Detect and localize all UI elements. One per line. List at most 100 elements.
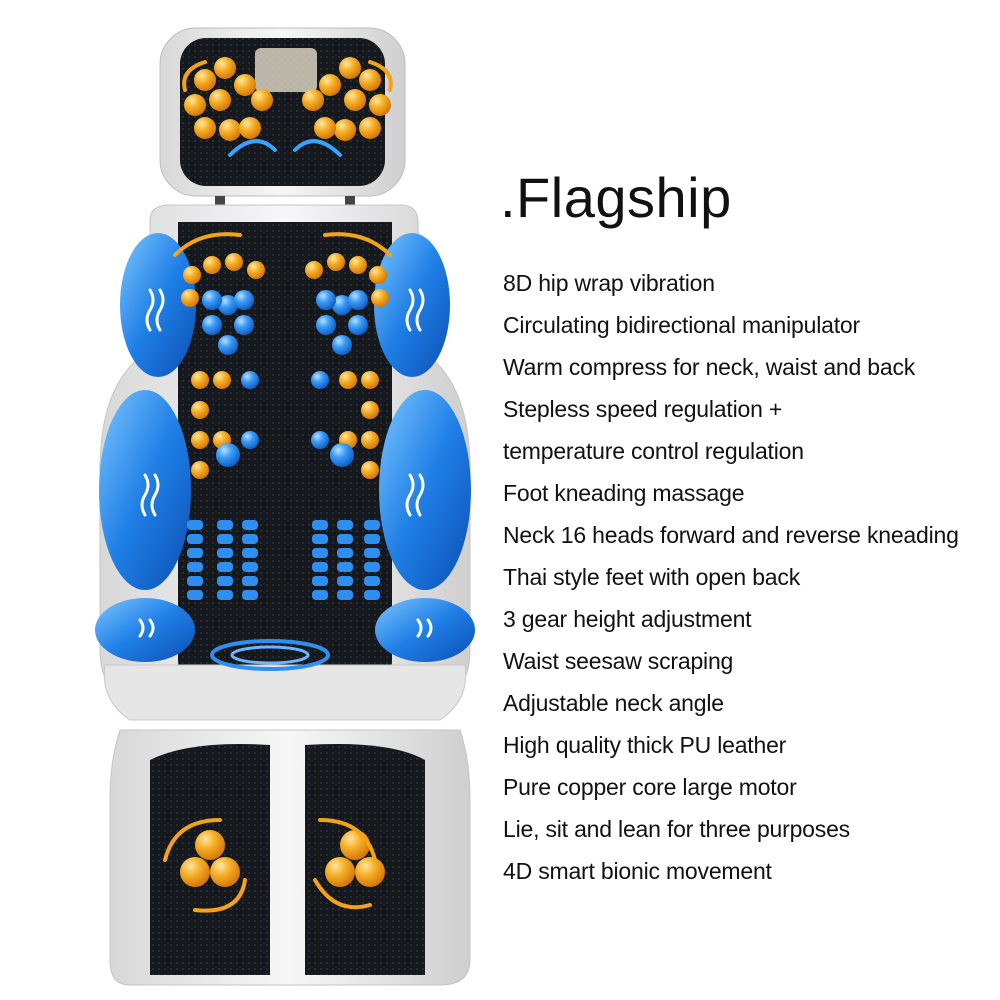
waist-roller xyxy=(217,548,233,558)
waist-roller xyxy=(364,576,380,586)
neck-node xyxy=(359,69,381,91)
foot-node xyxy=(355,857,385,887)
neck-node xyxy=(319,74,341,96)
neck-node xyxy=(214,57,236,79)
vibration-icons xyxy=(138,288,433,638)
waist-roller xyxy=(364,520,380,530)
waist-roller xyxy=(217,562,233,572)
waist-roller xyxy=(187,520,203,530)
foot-node xyxy=(210,857,240,887)
waist-roller xyxy=(187,548,203,558)
foot-node xyxy=(325,857,355,887)
back-node xyxy=(332,295,352,315)
neck-node xyxy=(359,117,381,139)
spine-node xyxy=(361,461,379,479)
neck-node xyxy=(334,119,356,141)
back-node xyxy=(218,295,238,315)
feature-item: Waist seesaw scraping xyxy=(503,648,734,674)
back-node xyxy=(234,290,254,310)
waist-roller xyxy=(364,562,380,572)
shoulder-node xyxy=(371,289,389,307)
waist-roller xyxy=(337,548,353,558)
spine-node xyxy=(339,371,357,389)
spine-node xyxy=(191,371,209,389)
waist-roller xyxy=(337,576,353,586)
neck-node xyxy=(344,89,366,111)
waist-roller xyxy=(187,576,203,586)
waist-roller xyxy=(242,520,258,530)
waist-roller xyxy=(337,534,353,544)
waist-roller xyxy=(337,520,353,530)
spine-node xyxy=(241,431,259,449)
massage-nodes xyxy=(180,57,391,887)
waist-roller xyxy=(217,534,233,544)
feature-item: Thai style feet with open back xyxy=(503,564,800,590)
spine-node xyxy=(361,401,379,419)
foot-node xyxy=(340,830,370,860)
neck-node xyxy=(369,94,391,116)
spine-node xyxy=(241,371,259,389)
spine-node xyxy=(191,401,209,419)
shoulder-node xyxy=(225,253,243,271)
neck-node xyxy=(314,117,336,139)
shoulder-node xyxy=(327,253,345,271)
waist-roller xyxy=(312,548,328,558)
waist-roller xyxy=(217,576,233,586)
waist-roller xyxy=(312,562,328,572)
feature-item: temperature control regulation xyxy=(503,438,804,464)
neck-node xyxy=(251,89,273,111)
feature-item: Lie, sit and lean for three purposes xyxy=(503,816,850,842)
back-node xyxy=(202,315,222,335)
shoulder-node xyxy=(349,256,367,274)
shoulder-node xyxy=(181,289,199,307)
spine-node xyxy=(311,431,329,449)
neck-node xyxy=(302,89,324,111)
neck-node xyxy=(209,89,231,111)
shoulder-node xyxy=(203,256,221,274)
foot-node xyxy=(180,857,210,887)
waist-roller xyxy=(312,520,328,530)
neck-node xyxy=(194,69,216,91)
back-node xyxy=(316,290,336,310)
back-node xyxy=(348,290,368,310)
neck-node xyxy=(194,117,216,139)
spine-node xyxy=(213,371,231,389)
feature-item: 4D smart bionic movement xyxy=(503,858,772,884)
feature-item: Foot kneading massage xyxy=(503,480,745,506)
foot-node xyxy=(195,830,225,860)
waist-roller xyxy=(242,562,258,572)
back-node xyxy=(348,315,368,335)
page-title: .Flagship xyxy=(500,166,732,229)
waist-roller xyxy=(364,534,380,544)
waist-roller xyxy=(187,590,203,600)
feature-item: Pure copper core large motor xyxy=(503,774,797,800)
feature-item: Stepless speed regulation + xyxy=(503,396,783,422)
spine-node xyxy=(311,371,329,389)
neck-node xyxy=(219,119,241,141)
shoulder-node xyxy=(247,261,265,279)
seat-base xyxy=(103,639,467,721)
feature-item: 3 gear height adjustment xyxy=(503,606,752,632)
feature-list: 8D hip wrap vibration Circulating bidire… xyxy=(503,262,998,892)
back-node xyxy=(316,315,336,335)
feature-item: Warm compress for neck, waist and back xyxy=(503,354,916,380)
massage-chair-illustration xyxy=(95,27,475,986)
neck-arrows xyxy=(228,139,342,157)
shoulder-node xyxy=(369,266,387,284)
waist-roller xyxy=(242,548,258,558)
waist-node xyxy=(216,443,240,467)
waist-roller xyxy=(242,590,258,600)
spine-node xyxy=(361,431,379,449)
shoulder-node xyxy=(305,261,323,279)
feature-item: High quality thick PU leather xyxy=(503,732,787,758)
waist-roller xyxy=(337,590,353,600)
back-node xyxy=(234,315,254,335)
neck-node xyxy=(239,117,261,139)
feature-item: Adjustable neck angle xyxy=(503,690,724,716)
neck-node xyxy=(339,57,361,79)
rotation-arrows xyxy=(163,60,393,913)
waist-roller xyxy=(364,590,380,600)
feature-item: 8D hip wrap vibration xyxy=(503,270,715,296)
neck-node xyxy=(234,74,256,96)
